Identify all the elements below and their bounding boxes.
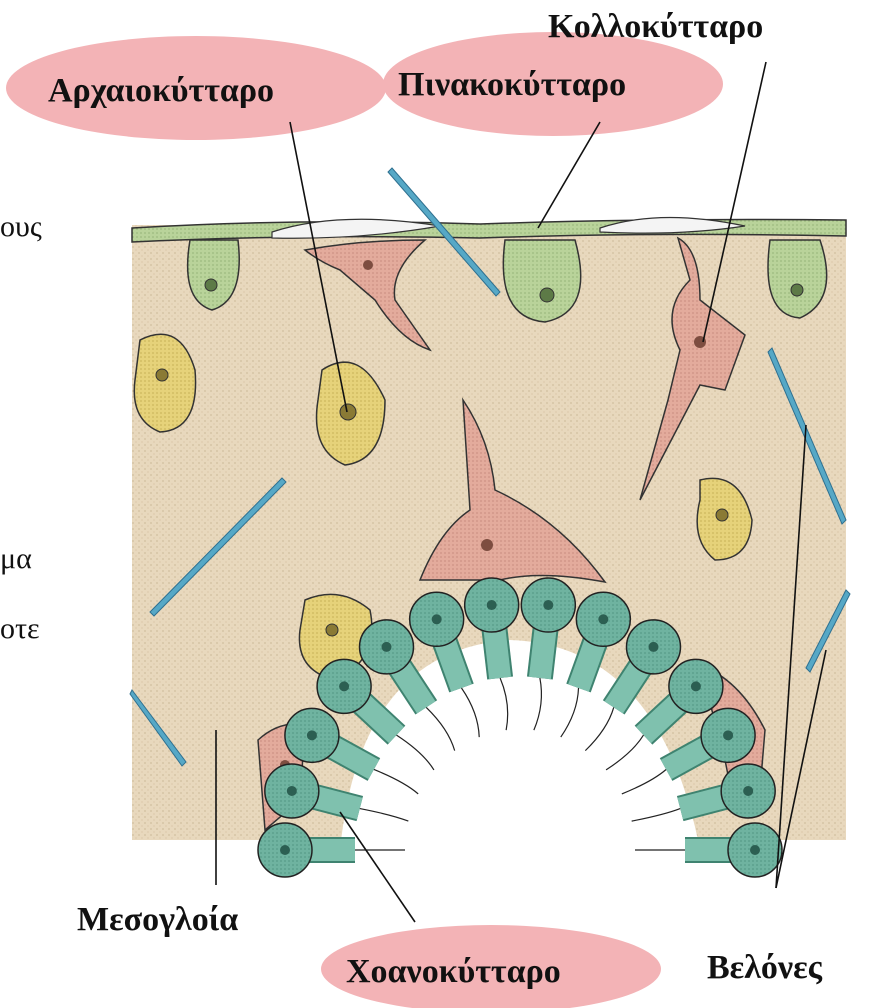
choanocyte-nucleus [339, 681, 349, 691]
choanocyte-nucleus [543, 600, 553, 610]
choanocyte-nucleus [598, 614, 608, 624]
label-collencyte: Κολλοκύτταρο [548, 8, 763, 45]
label-archaeocyte: Αρχαιοκύτταρο [48, 72, 274, 109]
choanocyte-nucleus [382, 642, 392, 652]
choanocyte-nucleus [723, 730, 733, 740]
choanocyte-nucleus [307, 730, 317, 740]
label-spicules: Βελόνες [707, 949, 823, 986]
label-choanocyte: Χοανοκύτταρο [346, 953, 561, 990]
choanocyte-nucleus [287, 786, 297, 796]
label-pinacocyte: Πινακοκύτταρο [398, 66, 626, 103]
clipped-text-line2: μα [0, 542, 32, 575]
choanocyte-nucleus [750, 845, 760, 855]
choanocyte-nucleus [743, 786, 753, 796]
choanocyte-nucleus [432, 614, 442, 624]
choanocyte-nucleus [280, 845, 290, 855]
clipped-text-line1: ους [0, 210, 42, 243]
clipped-text-line3: οτε [0, 612, 40, 645]
choanocyte-nucleus [691, 681, 701, 691]
choanocyte-nucleus [487, 600, 497, 610]
choanocyte-nucleus [648, 642, 658, 652]
label-mesoglea: Μεσογλοία [77, 901, 238, 938]
